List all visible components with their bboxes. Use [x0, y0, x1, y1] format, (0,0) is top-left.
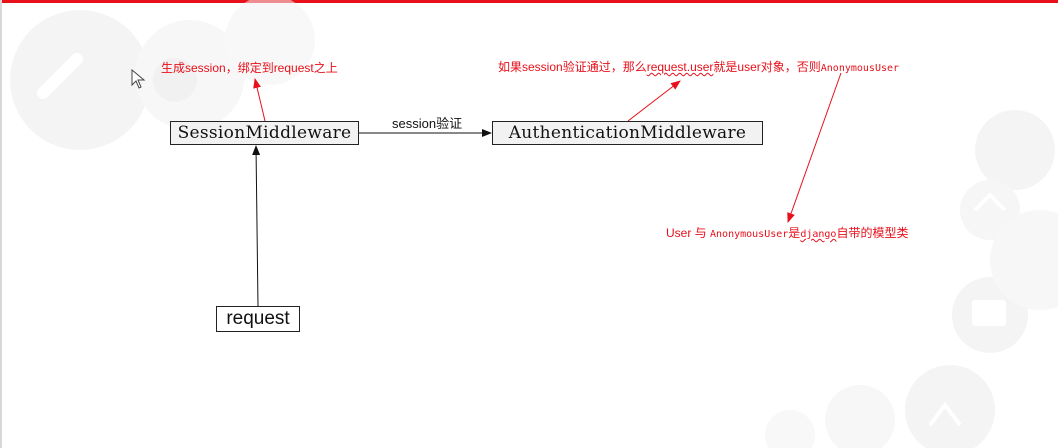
annotation-auth-prefix: 如果session验证通过，那么	[498, 60, 647, 74]
session-middleware-node[interactable]: SessionMiddleware	[170, 121, 359, 145]
annotation-request-user: request.user	[647, 60, 714, 74]
request-node[interactable]: request	[216, 306, 300, 332]
annotation-arrow-2	[628, 81, 680, 121]
annotation-auth-result: 如果session验证通过，那么request.user就是user对象，否则A…	[498, 58, 899, 75]
authentication-middleware-node[interactable]: AuthenticationMiddleware	[492, 121, 763, 145]
arrow-request-to-session	[256, 146, 258, 306]
edge-label-session-check: session验证	[392, 113, 462, 132]
annotation-auth-mid: 就是user对象，否则	[713, 60, 820, 74]
annotation-django: django	[800, 229, 836, 240]
annotation-anonymous-user-2: AnonymousUser	[710, 229, 788, 240]
annotation-builtin-model: 自带的模型类	[836, 226, 908, 240]
annotation-model-classes: User 与 AnonymousUser是django自带的模型类	[666, 224, 908, 241]
annotation-user-prefix: User 与	[666, 226, 710, 240]
annotation-arrow-3	[788, 73, 841, 222]
annotation-anonymous-user: AnonymousUser	[821, 63, 899, 74]
annotation-is: 是	[788, 226, 800, 240]
annotation-arrow-1	[255, 79, 265, 121]
mouse-cursor-icon	[131, 69, 147, 91]
annotation-session-binding: 生成session，绑定到request之上	[161, 59, 338, 76]
